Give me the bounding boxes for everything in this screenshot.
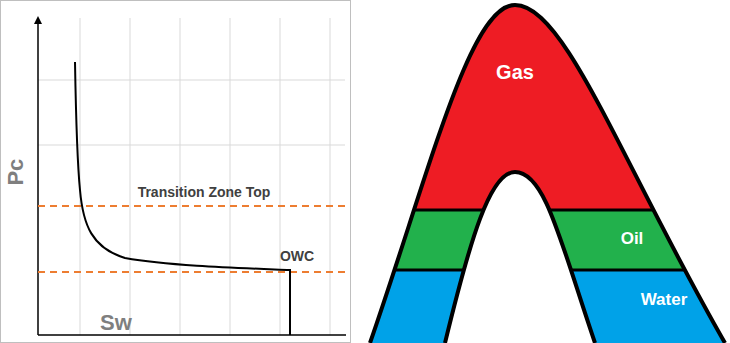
panel-frame: [1, 1, 351, 343]
grid-lines: [38, 18, 345, 335]
gas-zone: [360, 0, 730, 210]
axis-label: Sw: [100, 311, 132, 335]
oil-region: Oil: [617, 227, 648, 252]
zone-label: Oil: [621, 230, 644, 249]
gas-region: Gas: [492, 58, 538, 86]
y-axis: [37, 22, 39, 335]
pc-curve: [75, 62, 290, 335]
owc-line: [38, 271, 348, 273]
contact-label: OWC: [280, 249, 314, 264]
axis-label: Pc: [4, 159, 28, 186]
axis-arrow: [34, 16, 42, 24]
oil-water-contact: [360, 269, 730, 272]
water-zone: [360, 270, 730, 343]
zone-boundary-label: Transition Zone Top: [138, 185, 271, 200]
x-axis: [38, 334, 346, 336]
zone-label: Gas: [496, 61, 534, 83]
reservoir-layer: [360, 0, 730, 343]
water-region: Water: [637, 288, 692, 313]
zone-label: Water: [641, 291, 688, 310]
oil-zone: [360, 210, 730, 270]
transition-top-line: [38, 205, 348, 207]
anticline-base: [445, 172, 595, 343]
anticline-top: [370, 5, 725, 343]
